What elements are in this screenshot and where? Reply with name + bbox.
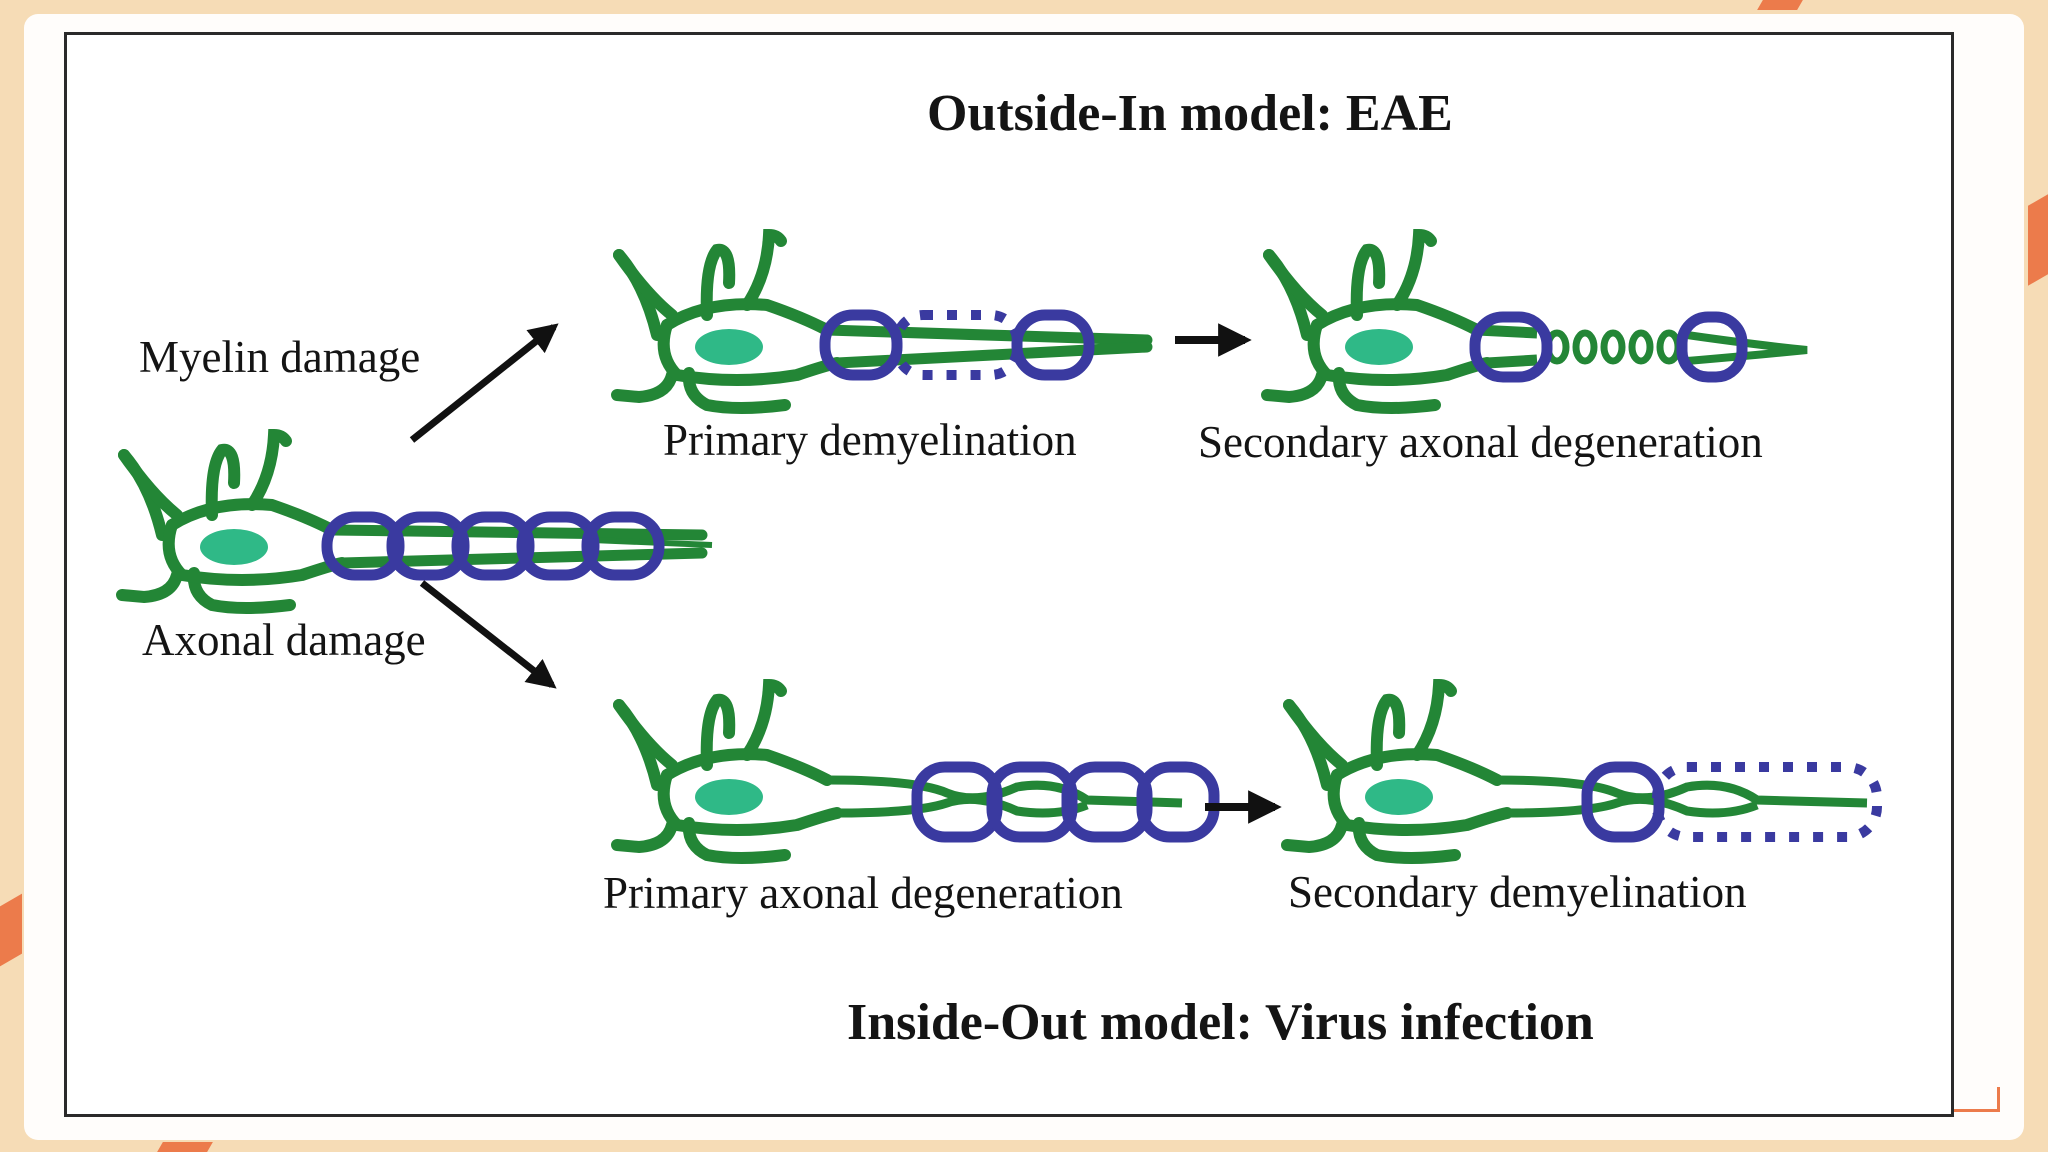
inside-out-model-title: Inside-Out model: Virus infection [847, 994, 1594, 1051]
primary-axonal-degeneration-label: Primary axonal degeneration [603, 868, 1123, 918]
primary-demyelination-label: Primary demyelination [663, 415, 1077, 465]
axonal-branch-arrow-icon [419, 580, 557, 689]
secondary-demyelination-label: Secondary demyelination [1288, 867, 1747, 917]
slide-accent-top-right [1757, 0, 1803, 10]
secondary-axonal-degeneration-neuron-icon [1267, 235, 1808, 408]
secondary-demyelination-neuron-icon [1287, 685, 1882, 858]
slide-accent-left [0, 893, 22, 967]
diagram-artwork [67, 35, 1882, 1120]
outside-in-model-title: Outside-In model: EAE [927, 85, 1453, 142]
slide-accent-right [2028, 194, 2048, 286]
neuron-damage-figure: Outside-In model: EAE Myelin damage Axon… [64, 32, 1954, 1117]
primary-demyelination-neuron-icon [617, 235, 1153, 408]
healthy-neuron-icon [122, 435, 713, 608]
primary-axonal-degeneration-neuron-icon [617, 685, 1220, 858]
secondary-axonal-degeneration-label: Secondary axonal degeneration [1198, 417, 1763, 467]
slide-accent-bottom-left [157, 1142, 213, 1152]
axonal-damage-label: Axonal damage [142, 615, 426, 665]
myelin-damage-label: Myelin damage [139, 332, 421, 382]
myelin-branch-arrow-icon [409, 323, 559, 443]
